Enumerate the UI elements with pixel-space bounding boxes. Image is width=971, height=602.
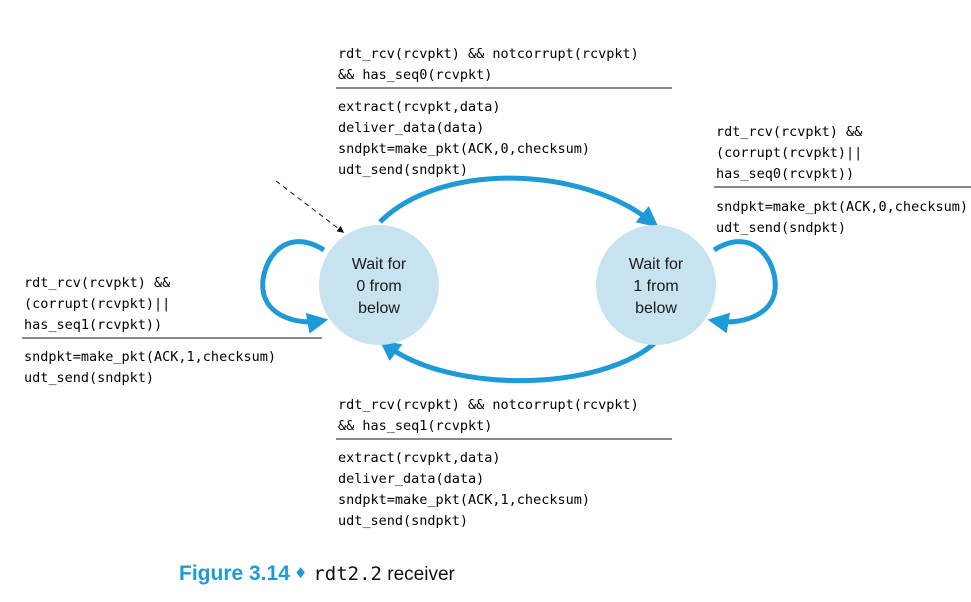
caption-protocol: rdt2.2	[313, 563, 382, 585]
top-action-line2: deliver_data(data)	[338, 120, 484, 136]
left-action-line2: udt_send(sndpkt)	[24, 370, 154, 386]
left-action-line1: sndpkt=make_pkt(ACK,1,checksum)	[24, 349, 276, 365]
top-action-line3: sndpkt=make_pkt(ACK,0,checksum)	[338, 141, 590, 157]
bottom-action-line1: extract(rcvpkt,data)	[338, 450, 501, 466]
initial-state-arrow	[275, 180, 345, 233]
caption-text: receiver	[381, 564, 455, 585]
bottom-action-line4: udt_send(sndpkt)	[338, 513, 468, 529]
left-event-line1: rdt_rcv(rcvpkt) &&	[24, 275, 171, 291]
figure-number: Figure 3.14	[179, 562, 290, 585]
top-action-line1: extract(rcvpkt,data)	[338, 99, 501, 115]
state-wait-for-1-line3: below	[635, 300, 677, 317]
right-event-line2: (corrupt(rcvpkt)||	[716, 145, 862, 161]
left-self-loop-label: rdt_rcv(rcvpkt) && (corrupt(rcvpkt)|| ha…	[24, 275, 276, 386]
right-action-line2: udt_send(sndpkt)	[716, 220, 846, 236]
state-wait-for-0-line2: 0 from	[356, 278, 401, 295]
state-wait-for-1: Wait for 1 from below	[596, 225, 716, 345]
figure-caption: Figure 3.14♦ rdt2.2 receiver	[179, 562, 455, 586]
left-event-line3: has_seq1(rcvpkt))	[24, 317, 162, 333]
top-action-line4: udt_send(sndpkt)	[338, 162, 468, 178]
state-wait-for-0: Wait for 0 from below	[319, 225, 439, 345]
bottom-action-line3: sndpkt=make_pkt(ACK,1,checksum)	[338, 492, 590, 508]
top-event-line1: rdt_rcv(rcvpkt) && notcorrupt(rcvpkt)	[338, 46, 639, 62]
bottom-transition-label: rdt_rcv(rcvpkt) && notcorrupt(rcvpkt) &&…	[338, 397, 639, 529]
bottom-action-line2: deliver_data(data)	[338, 471, 484, 487]
state-wait-for-0-line3: below	[358, 300, 400, 317]
right-action-line1: sndpkt=make_pkt(ACK,0,checksum)	[716, 199, 968, 215]
state-wait-for-1-line1: Wait for	[629, 256, 684, 273]
right-event-line1: rdt_rcv(rcvpkt) &&	[716, 124, 863, 140]
state-wait-for-0-line1: Wait for	[352, 256, 407, 273]
self-loop-left-arrow	[260, 239, 329, 334]
bottom-event-line2: && has_seq1(rcvpkt)	[338, 418, 492, 434]
state-wait-for-1-circle	[596, 225, 716, 345]
right-event-line3: has_seq0(rcvpkt))	[716, 166, 854, 182]
bottom-event-line1: rdt_rcv(rcvpkt) && notcorrupt(rcvpkt)	[338, 397, 639, 413]
caption-diamond-icon: ♦	[293, 564, 308, 582]
self-loop-right-arrow	[707, 239, 778, 334]
state-wait-for-1-line2: 1 from	[633, 278, 678, 295]
state-wait-for-0-circle	[319, 225, 439, 345]
transition-arrow-1-to-0	[379, 339, 658, 384]
transition-arrow-0-to-1	[378, 175, 659, 228]
right-self-loop-label: rdt_rcv(rcvpkt) && (corrupt(rcvpkt)|| ha…	[716, 124, 968, 236]
top-transition-label: rdt_rcv(rcvpkt) && notcorrupt(rcvpkt) &&…	[338, 46, 639, 178]
top-event-line2: && has_seq0(rcvpkt)	[338, 67, 492, 83]
left-event-line2: (corrupt(rcvpkt)||	[24, 296, 170, 312]
